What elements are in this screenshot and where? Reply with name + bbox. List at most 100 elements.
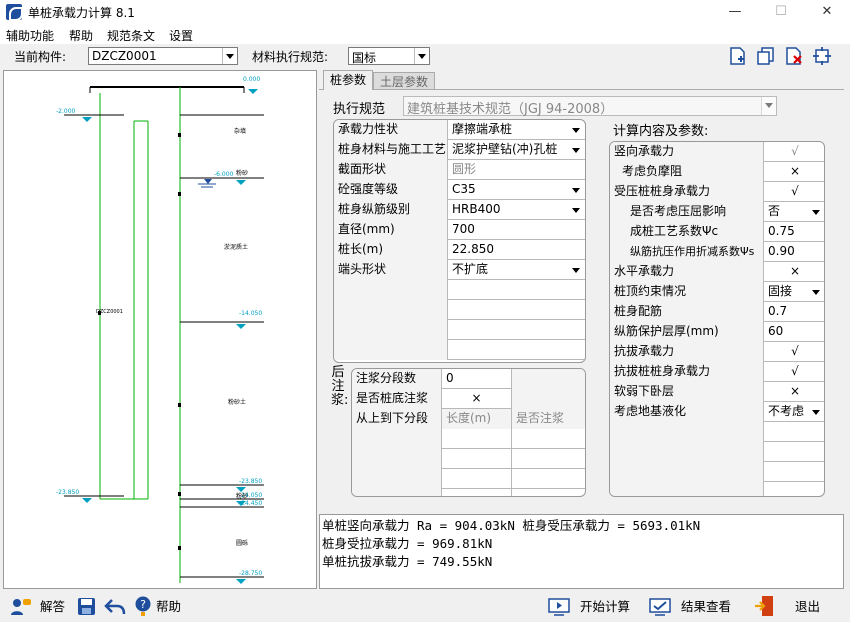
calc-row: 桩身配筋 0.7: [610, 302, 824, 322]
param-value[interactable]: HRB400: [452, 202, 501, 216]
chevron-down-icon[interactable]: [809, 204, 824, 219]
empty-row: [610, 422, 824, 442]
param-label: 承载力性状: [334, 120, 448, 140]
param-value[interactable]: 摩擦端承桩: [452, 122, 513, 136]
close-button[interactable]: ✕: [821, 4, 833, 19]
help-button[interactable]: 帮助: [156, 599, 182, 614]
pile-drawing: 0.000 -2.000 -6.000 -14.050 -23.850 -24.…: [56, 76, 264, 584]
calc-row: 纵筋保护层厚(mm) 60: [610, 322, 824, 342]
param-label: 桩长(m): [334, 240, 448, 260]
calc-value[interactable]: 60: [768, 324, 784, 338]
component-select-value: DZCZ0001: [92, 49, 157, 63]
answer-icon[interactable]: [10, 597, 32, 617]
grout-segment-row[interactable]: [352, 469, 585, 489]
calc-value[interactable]: √: [791, 144, 799, 158]
calc-value[interactable]: 否: [768, 204, 781, 218]
exit-button[interactable]: 退出: [795, 599, 821, 614]
calc-value[interactable]: √: [791, 344, 799, 358]
empty-row: [334, 280, 585, 300]
save-icon[interactable]: [77, 597, 96, 616]
maximize-button[interactable]: ☐: [775, 4, 787, 19]
empty-cell: [334, 340, 448, 360]
start-calc-button[interactable]: 开始计算: [580, 599, 631, 614]
layer-label: 粉砂: [236, 492, 248, 500]
param-value[interactable]: 泥浆护壁钻(冲)孔桩: [452, 142, 558, 156]
new-file-icon[interactable]: [728, 46, 748, 66]
calc-value[interactable]: ×: [789, 384, 801, 398]
layer-label: 粉砂土: [228, 398, 246, 406]
component-select[interactable]: DZCZ0001: [88, 47, 238, 65]
delete-file-icon[interactable]: [784, 46, 804, 66]
title-bar: 单桩承载力计算 8.1 — ☐ ✕: [0, 0, 850, 24]
calc-row: 纵筋抗压作用折减系数Ψs 0.90: [610, 242, 824, 262]
design-code-select[interactable]: 建筑桩基技术规范（JGJ 94-2008）: [403, 96, 777, 117]
result-line: 单桩竖向承载力 Ra = 904.03kN 桩身受压承载力 = 5693.01k…: [322, 518, 701, 533]
help-icon[interactable]: ?: [134, 596, 152, 617]
calc-param-grid: 竖向承载力 √ 考虑负摩阻 × 受压桩桩身承载力 √ 是否考虑压屈影响 否 成桩…: [609, 141, 825, 497]
param-value[interactable]: C35: [452, 182, 476, 196]
copy-icon[interactable]: [756, 46, 776, 66]
grout-grid: 注浆分段数 0 是否桩底注浆 × 从上到下分段 长度(m) 是否注浆: [351, 368, 586, 497]
minimize-button[interactable]: —: [728, 4, 742, 19]
tab-pile-params[interactable]: 桩参数: [323, 70, 373, 90]
chevron-down-icon[interactable]: [809, 404, 824, 419]
calc-value[interactable]: 0.90: [768, 244, 795, 258]
pile-param-grid: 承载力性状 摩擦端承桩 桩身材料与施工工艺 泥浆护壁钻(冲)孔桩 截面形状 圆形…: [333, 119, 586, 363]
chevron-down-icon[interactable]: [569, 142, 584, 157]
empty-cell: [610, 482, 764, 496]
param-row: 截面形状 圆形: [334, 160, 585, 180]
param-row: 端头形状 不扩底: [334, 260, 585, 280]
material-spec-value: 国标: [352, 51, 377, 65]
calc-label: 桩身配筋: [610, 302, 764, 322]
grout-bottom-toggle[interactable]: ×: [442, 389, 512, 409]
start-calc-icon[interactable]: [548, 598, 570, 616]
design-code-value: 建筑桩基技术规范（JGJ 94-2008）: [407, 102, 614, 117]
layer-label: 淤泥质土: [224, 243, 248, 251]
calc-value[interactable]: 0.7: [768, 304, 788, 318]
param-value[interactable]: 圆形: [452, 162, 477, 176]
param-value[interactable]: 不扩底: [452, 262, 489, 276]
view-results-button[interactable]: 结果查看: [681, 599, 732, 614]
empty-cell: [442, 469, 512, 489]
menu-aux[interactable]: 辅助功能: [6, 29, 55, 43]
param-label: 砼强度等级: [334, 180, 448, 200]
calc-label: 是否考虑压屈影响: [610, 202, 764, 222]
tab-soil-params[interactable]: 土层参数: [373, 72, 435, 90]
menu-help[interactable]: 帮助: [69, 29, 94, 43]
calc-value[interactable]: 固接: [768, 284, 793, 298]
calc-value[interactable]: ×: [789, 164, 801, 178]
grout-segment-row[interactable]: [352, 449, 585, 469]
grout-empty-cell: [512, 369, 585, 389]
undo-icon[interactable]: [104, 598, 126, 616]
exit-icon[interactable]: [754, 595, 774, 617]
calc-value[interactable]: 0.75: [768, 224, 795, 238]
calc-value[interactable]: √: [791, 364, 799, 378]
elev-label: -2.000: [56, 108, 76, 115]
grout-segments-value[interactable]: 0: [442, 369, 512, 389]
empty-cell: [442, 429, 512, 449]
calc-value[interactable]: √: [791, 184, 799, 198]
chevron-down-icon[interactable]: [569, 182, 584, 197]
empty-cell: [334, 280, 448, 300]
grout-segment-row[interactable]: [352, 429, 585, 449]
calc-row: 软弱下卧层 ×: [610, 382, 824, 402]
chevron-down-icon[interactable]: [569, 202, 584, 217]
calc-value[interactable]: 不考虑: [768, 404, 805, 418]
grout-col-segment: 从上到下分段: [352, 409, 442, 429]
grout-segment-row[interactable]: [352, 489, 585, 496]
tab-panel: 执行规范 建筑桩基技术规范（JGJ 94-2008） 承载力性状 摩擦端承桩 桩…: [319, 89, 844, 514]
menu-settings[interactable]: 设置: [169, 29, 194, 43]
param-label: 直径(mm): [334, 220, 448, 240]
chevron-down-icon[interactable]: [569, 122, 584, 137]
param-value[interactable]: 700: [452, 222, 475, 236]
result-line: 桩身受拉承载力 = 969.81kN: [322, 536, 493, 551]
param-value[interactable]: 22.850: [452, 242, 494, 256]
calc-value[interactable]: ×: [789, 264, 801, 278]
menu-spec-clauses[interactable]: 规范条文: [107, 29, 156, 43]
chevron-down-icon[interactable]: [809, 284, 824, 299]
material-spec-select[interactable]: 国标: [348, 47, 430, 65]
view-results-icon[interactable]: [649, 598, 671, 616]
export-icon[interactable]: [812, 46, 832, 66]
chevron-down-icon[interactable]: [569, 262, 584, 277]
answer-button[interactable]: 解答: [40, 599, 66, 614]
